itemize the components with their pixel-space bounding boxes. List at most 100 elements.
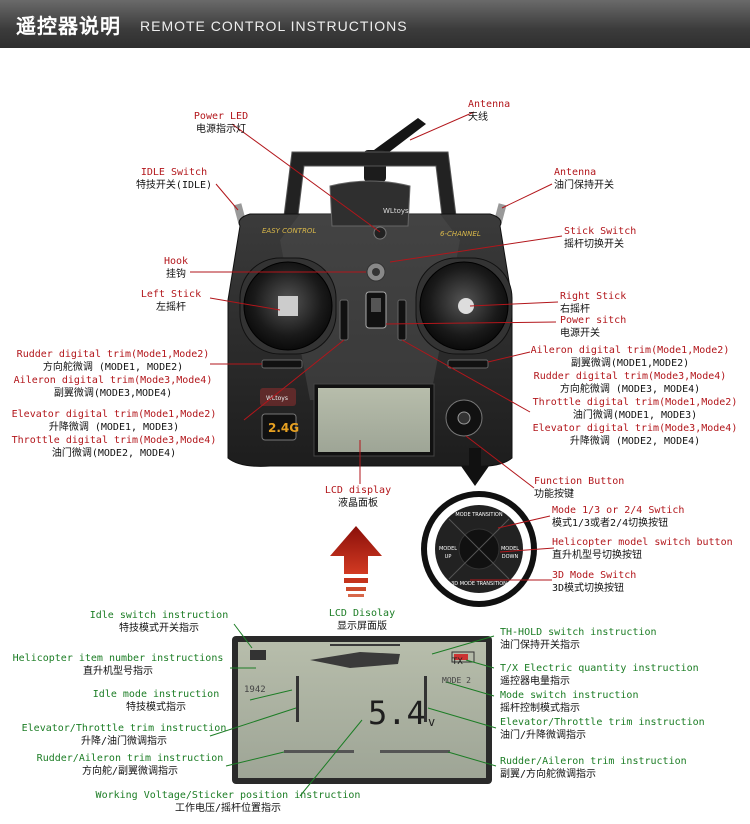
- callout-antenna-top: Antenna 天线: [468, 98, 510, 124]
- callout-en: Working Voltage/Sticker position instruc…: [95, 790, 361, 801]
- lcd-voltage: 5.4: [368, 694, 426, 732]
- callout-cn: 模式1/3或者2/4切换按钮: [552, 518, 669, 529]
- lcd-mode-readout: MODE 2: [442, 676, 471, 685]
- band-badge: 2.4G: [268, 421, 299, 435]
- callout-en: Aileron digital trim(Mode3,Mode4): [13, 375, 213, 386]
- left-stick[interactable]: [239, 257, 337, 355]
- callout-left-stick: Left Stick 左摇杆: [136, 288, 206, 314]
- lcd-hold-indicator: [250, 650, 266, 660]
- pointer-arrow-down: [461, 448, 489, 486]
- callout-en: Throttle digital trim(Mode3,Mode4): [11, 435, 217, 446]
- callout-heli-switch: Helicopter model switch button 直升机型号切换按钮: [552, 536, 733, 562]
- callout-antenna-right: Antenna 油门保持开关: [554, 166, 614, 192]
- callout-en: Power LED: [193, 111, 249, 122]
- header-title-cn: 遥控器说明: [16, 14, 121, 38]
- callout-cn: 电源指示灯: [196, 124, 246, 135]
- callout-en: Helicopter model switch button: [552, 537, 733, 548]
- callout-hook: Hook 挂钩: [156, 255, 196, 281]
- lcd-helicopter-code: 1942: [244, 685, 266, 695]
- lcd-callout-idle-switch: Idle switch instruction 特技模式开关指示: [84, 609, 234, 635]
- callout-cn: 3D模式切换按钮: [552, 583, 625, 594]
- callout-en: Rudder digital trim(Mode3,Mode4): [533, 371, 727, 382]
- dial-top-label: MODE TRANSITION: [455, 512, 502, 518]
- dial-left-label2: UP: [445, 554, 452, 560]
- aileron-trim-button[interactable]: [447, 359, 489, 369]
- callout-en: Right Stick: [560, 291, 627, 302]
- callout-cn: 升降微调 (MODE2, MODE4): [569, 436, 701, 447]
- function-dial[interactable]: MODE TRANSITION MODEL UP MODEL DOWN 3D M…: [421, 491, 537, 607]
- lcd-callout-heli-number: Helicopter item number instructions 直升机型…: [6, 652, 230, 678]
- rudder-trim-button[interactable]: [261, 359, 303, 369]
- callout-en: LCD Disolay: [328, 608, 396, 619]
- callout-en: Hook: [163, 256, 189, 267]
- callout-en: Antenna: [468, 99, 511, 110]
- callout-en: 3D Mode Switch: [552, 570, 637, 581]
- easy-control-text: EASY CONTROL: [262, 227, 316, 235]
- lcd-voltage-unit: v: [428, 715, 436, 729]
- brand-logo-small: WLtoys: [266, 395, 288, 402]
- callout-en: Function Button: [534, 476, 625, 487]
- callout-lcd-display: LCD display 液晶面板: [318, 484, 398, 510]
- callout-en: Aileron digital trim(Mode1,Mode2): [530, 345, 730, 356]
- callout-en: Elevator/Throttle trim instruction: [21, 723, 227, 734]
- leader-lines: [190, 111, 563, 581]
- brand-logo-text: WLtoys: [383, 207, 409, 215]
- callout-cn: 方向舵/副翼微调指示: [81, 766, 179, 777]
- callout-cn: 直升机型号切换按钮: [552, 550, 642, 561]
- callout-function-button: Function Button 功能按键: [534, 475, 624, 501]
- right-stick[interactable]: [415, 257, 513, 355]
- callout-3d-mode: 3D Mode Switch 3D模式切换按钮: [552, 569, 636, 595]
- lcd-callout-tx-electric: T/X Electric quantity instruction 遥控器电量指…: [500, 662, 699, 688]
- callout-cn: 摇杆切换开关: [564, 239, 624, 250]
- callout-en: Antenna: [554, 167, 597, 178]
- callout-cn: 升降/油门微调指示: [80, 736, 168, 747]
- callout-en: Rudder/Aileron trim instruction: [36, 753, 224, 764]
- callout-cn: 油门保持开关: [554, 180, 614, 191]
- lcd-panel: [318, 388, 430, 452]
- callout-cn: 遥控器电量指示: [500, 676, 570, 687]
- callout-right-stick: Right Stick 右摇杆: [560, 290, 626, 316]
- callout-cn: 直升机型号指示: [83, 666, 153, 677]
- callout-cn: 功能按键: [534, 489, 574, 500]
- dial-left-label1: MODEL: [439, 546, 457, 552]
- lcd-callout-rudder-aileron-2: Rudder/Aileron trim instruction 副翼/方向舵微调…: [500, 755, 687, 781]
- callout-cn: 左摇杆: [156, 302, 186, 313]
- callout-power-led: Power LED 电源指示灯: [176, 110, 266, 136]
- callout-en: Elevator digital trim(Mode3,Mode4): [532, 423, 738, 434]
- callout-cn: 方向舵微调 (MODE3, MODE4): [559, 384, 701, 395]
- callout-cn: 摇杆控制模式指示: [500, 703, 580, 714]
- callout-en: Elevator digital trim(Mode1,Mode2): [11, 409, 217, 420]
- antenna: [364, 118, 426, 182]
- callout-en: Throttle digital trim(Mode1,Mode2): [532, 397, 738, 408]
- callout-cn: 天线: [468, 112, 488, 123]
- callout-cn: 副翼微调(MODE3,MODE4): [53, 388, 173, 399]
- callout-idle-switch: IDLE Switch 特技开关(IDLE): [126, 166, 222, 192]
- callout-cn: 油门微调(MODE1, MODE3): [572, 410, 698, 421]
- callout-cn: 副翼微调(MODE1,MODE2): [570, 358, 690, 369]
- dial-bottom-label: 3D MODE TRANSITION: [451, 581, 507, 587]
- header-title-en: REMOTE CONTROL INSTRUCTIONS: [140, 18, 408, 34]
- callout-throttle-trim: Throttle digital trim(Mode1,Mode2) 油门微调(…: [524, 396, 746, 448]
- callout-en: IDLE Switch: [140, 167, 208, 178]
- callout-en: Elevator/Throttle trim instruction: [500, 717, 705, 728]
- callout-en: Left Stick: [140, 289, 202, 300]
- callout-cn: 特技模式指示: [126, 702, 186, 713]
- callout-en: Mode 1/3 or 2/4 Swtich: [552, 505, 685, 516]
- lcd-callout-voltage: Working Voltage/Sticker position instruc…: [88, 789, 368, 815]
- callout-en: LCD display: [324, 485, 392, 496]
- lcd-callout-mode-switch: Mode switch instruction 摇杆控制模式指示: [500, 689, 638, 715]
- helicopter-icon: [310, 652, 400, 668]
- callout-mode-switch: Mode 1/3 or 2/4 Swtich 模式1/3或者2/4切换按钮: [552, 504, 684, 530]
- callout-cn: 方向舵微调 (MODE1, MODE2): [42, 362, 184, 373]
- throttle-trim-button[interactable]: [397, 299, 407, 341]
- elevator-trim-button[interactable]: [339, 299, 349, 341]
- callout-en: Idle mode instruction: [92, 689, 220, 700]
- callout-cn: 特技开关(IDLE): [135, 180, 213, 191]
- callout-en: Mode switch instruction: [500, 690, 639, 701]
- red-up-arrow: [330, 526, 382, 597]
- channel-text: 6-CHANNEL: [440, 230, 481, 238]
- callout-elevator-trim: Elevator digital trim(Mode1,Mode2) 升降微调 …: [6, 408, 222, 460]
- lcd-callout-elev-throttle: Elevator/Throttle trim instruction 升降/油门…: [18, 722, 230, 748]
- lcd-large: [232, 636, 492, 784]
- callout-cn: 油门/升降微调指示: [500, 730, 587, 741]
